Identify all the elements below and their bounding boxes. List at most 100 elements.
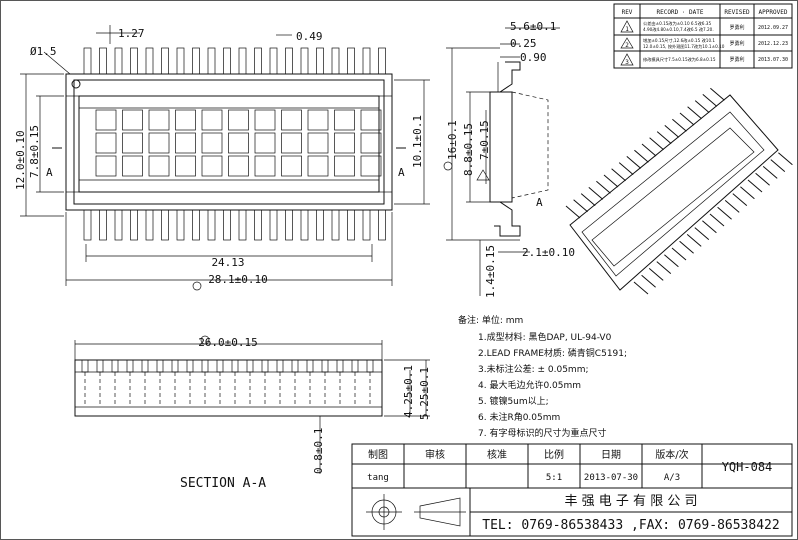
tb-drawn-by: tang [367,473,389,483]
pin-top [362,47,371,75]
pin-top [83,47,92,75]
iso-pin-back [664,125,680,138]
iso-pin-back [672,118,687,132]
iso-pin-back [565,205,581,219]
cavity-cell [148,132,170,154]
iso-pin-front [778,152,793,166]
cavity-cell [334,132,355,154]
rev-number: 2 [625,42,629,49]
iso-pin-front [762,166,778,179]
isometric-view [565,87,793,295]
cavity-cell [95,109,117,131]
pin-bottom [207,209,216,241]
pin-top [378,47,386,75]
rev-triangle-1 [620,20,634,33]
section-h2-dim: 5.25±0.1 [418,367,431,420]
pin-bottom [347,209,355,241]
cavity-cell [228,109,249,131]
pin-top [254,47,262,75]
rev-revised: 罗勇利 [729,40,744,47]
iso-pin-front [709,213,725,227]
pin-top [269,47,278,75]
pin-bottom [223,209,231,241]
iso-pin-front [656,261,672,274]
cavity-cell [307,132,329,154]
section-a-left: A [46,166,53,179]
top-view: 1.27 0.49 Ø1.5 12.0±0.10 7.8±0.15 A A 10… [14,25,430,291]
pin-top [300,47,309,75]
note-item: 4. 最大毛边允许0.05mm [478,379,581,391]
cavity-cell [95,132,117,154]
pin-bottom [316,209,324,241]
pin-bottom [99,209,107,241]
iso-pin-front [770,159,786,172]
rev-record: 公差由±0.15改为±0.10 6.5改6.35 [643,20,711,27]
cavity-cell [254,132,276,154]
cavity-cell [334,155,355,177]
pin-width-dim: 0.49 [296,30,323,43]
note-item: 7. 有字母标识的尺寸为重点尺寸 [478,427,606,439]
iso-pin-front [755,172,770,186]
cavity-cell [360,155,382,177]
iso-pin-back [710,87,725,101]
iso-pin-front [671,247,687,261]
connector-body [65,73,393,211]
rev-date: 2013.07.30 [758,57,788,63]
tb-header: 比例 [544,448,564,461]
pin-bottom [192,209,200,241]
section-pin [201,359,209,373]
cavity-cell [122,109,143,131]
section-pin [141,359,149,373]
section-pin [336,359,344,373]
section-label: SECTION A-A [180,476,266,491]
tb-company: 丰 强 电 子 有 限 公 司 [565,494,698,509]
section-pin [366,359,374,373]
pin-top [176,47,185,75]
revision-table: REV RECORD · DATE REVISED APPROVED 1 公差由… [613,3,793,69]
notes: 备注: 单位: mm 1.成型材料: 黑色DAP, UL-94-V0 2.LEA… [458,314,627,439]
iso-pin-back [694,100,710,113]
section-pin [231,359,239,373]
inner-height-dim: 7.8±0.15 [28,125,41,178]
note-item: 5. 镀镍5um以上; [478,395,549,407]
iso-pin-front [664,254,679,268]
iso-pin-back [618,162,634,175]
cavity-cell [307,155,329,177]
pin-bottom [331,209,340,241]
pin-top [223,47,231,75]
section-h1-dim: 4.25±0.1 [402,365,415,418]
iso-pin-back [656,131,672,144]
side-slot-dim: 7±0.15 [478,120,491,160]
pin-bottom [145,209,154,241]
cavity-cell [201,132,223,154]
rev-record: 修改模具尺寸7.5±0.15改为6.8±0.15 [643,56,716,63]
side-width-dim: 5.6±0.1 [510,20,556,33]
cavity-cell [360,109,382,131]
section-pin [156,359,164,373]
section-base-dim: 0.8±0.1 [312,428,325,474]
side-height-dim: 16±0.1 [446,120,459,160]
note-item: 2.LEAD FRAME材质: 磷青铜C5191; [478,347,627,359]
pin-top [114,47,123,75]
note-item: 6. 未注R角0.05mm [478,411,560,423]
iso-pin-back [679,112,695,126]
cavity-cell [201,109,223,131]
cavity-cell [334,109,355,131]
total-height-dim: 12.0±0.10 [14,130,27,190]
section-pin [171,359,179,373]
pin-bottom [269,209,278,241]
iso-pin-back [687,106,702,120]
tb-scale: 5:1 [546,473,562,483]
pin-bottom [254,209,262,241]
tb-header: 制图 [368,448,388,461]
pin-top [331,47,340,75]
iso-pin-back [702,94,718,107]
section-pin [96,359,104,373]
tb-header: 版本/次 [655,448,688,461]
section-pin [321,359,329,373]
mold-height-dim: 10.1±0.1 [411,115,424,168]
cavity-cell [281,109,302,131]
cavity-cell [228,132,249,154]
section-pin [111,359,119,373]
iso-pin-back [611,168,626,182]
